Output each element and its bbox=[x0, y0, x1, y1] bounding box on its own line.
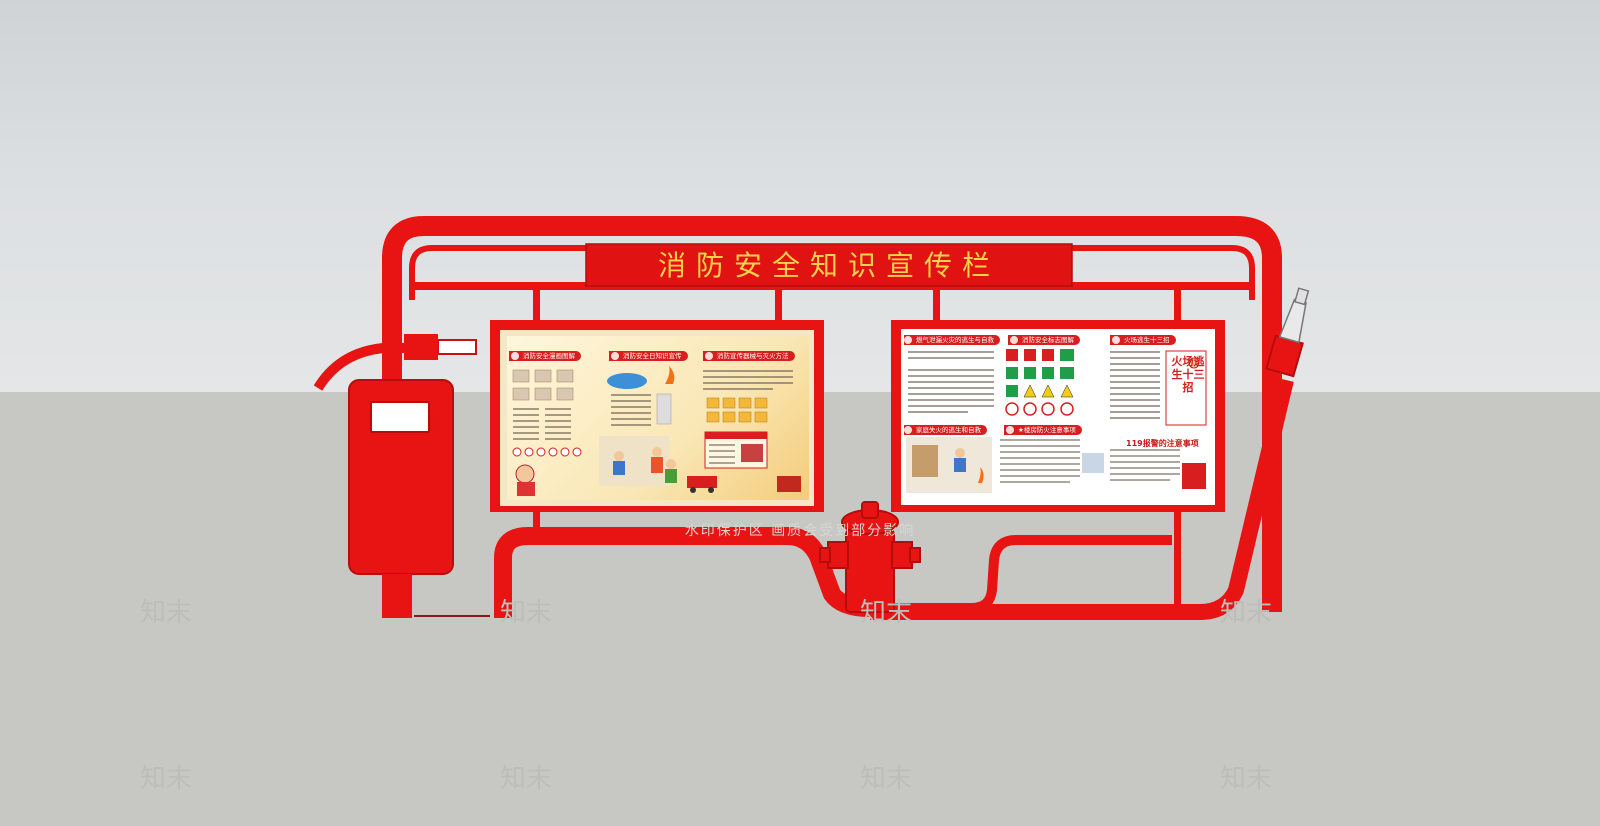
frame-arch bbox=[382, 216, 1282, 612]
watermark-brand: 知末 bbox=[1220, 764, 1273, 794]
water-pipe bbox=[494, 527, 871, 618]
title-plate-bg bbox=[585, 243, 1073, 287]
watermark-brand: 知末 bbox=[140, 764, 193, 794]
right-heading-5: ★楼房防火注意事项 bbox=[1004, 425, 1082, 435]
fire-hydrant bbox=[819, 501, 921, 613]
alarm-note: 119报警的注意事项 bbox=[1126, 439, 1199, 448]
watermark-brand: 知末 bbox=[860, 764, 913, 794]
left-heading-2: 消防安全日知识宣传 bbox=[609, 351, 688, 361]
right-heading-2: 消防安全标志图解 bbox=[1008, 335, 1080, 345]
right-poster: 燃气泄漏火灾的逃生与自救 消防安全标志图解 火场逃生十三招 家庭失火的逃生和自救… bbox=[904, 333, 1210, 501]
right-vertical-title: 火场逃生十三招 bbox=[1171, 355, 1205, 394]
board-title: 消防安全知识宣传栏 bbox=[657, 249, 1000, 282]
right-heading-4: 家庭失火的逃生和自救 bbox=[904, 425, 987, 435]
left-poster-illustrations bbox=[512, 366, 801, 496]
left-heading-3: 消防宣传器械与灭火方法 bbox=[703, 351, 795, 361]
watermark-brand: 知末 bbox=[860, 598, 913, 628]
left-heading-1: 消防安全漫画图解 bbox=[509, 351, 581, 361]
left-poster: 消防安全漫画图解 消防安全日知识宣传 消防宣传器械与灭火方法 bbox=[507, 336, 809, 500]
watermark-brand: 知末 bbox=[500, 598, 553, 628]
watermark-brand: 知末 bbox=[500, 764, 553, 794]
right-heading-1: 燃气泄漏火灾的逃生与自救 bbox=[904, 335, 1000, 345]
right-heading-3: 火场逃生十三招 bbox=[1110, 335, 1176, 345]
watermark-brand: 知末 bbox=[1220, 598, 1273, 628]
extinguisher-hose bbox=[313, 343, 470, 391]
right-poster-illustrations bbox=[906, 349, 1207, 493]
watermark-strip: 水印保护区 画质会受到部分影响 bbox=[684, 523, 916, 539]
hose-nozzle bbox=[1265, 287, 1310, 378]
watermark-brand: 知末 bbox=[140, 598, 193, 628]
